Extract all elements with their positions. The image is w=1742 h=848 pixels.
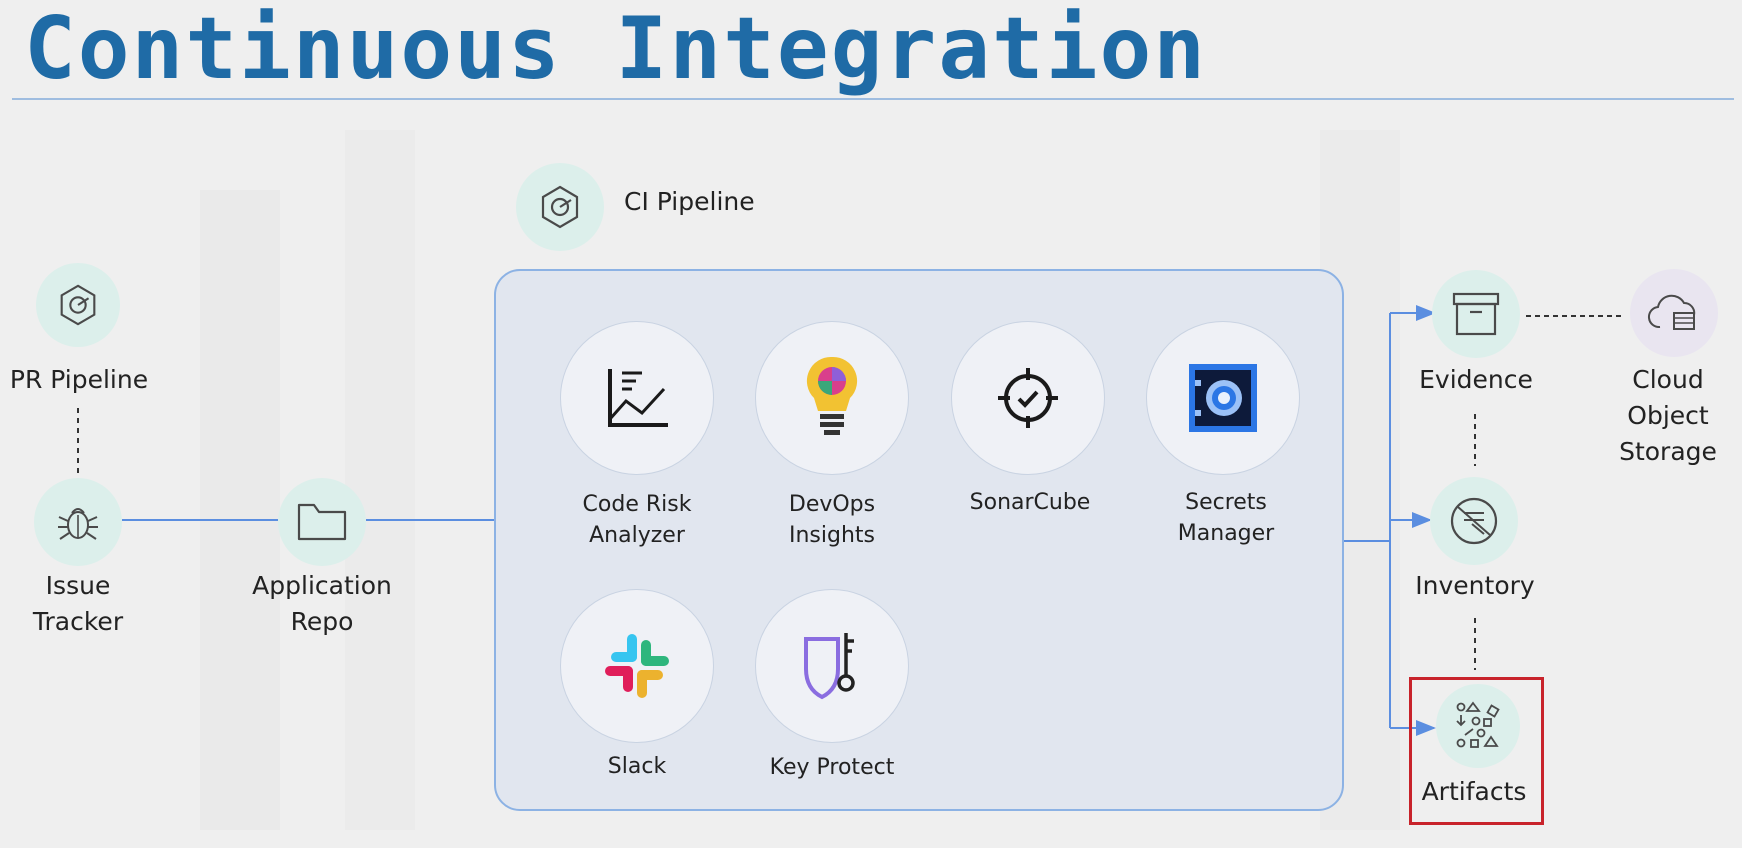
shield-key-icon: [804, 633, 855, 700]
inventory-node: [1430, 477, 1518, 565]
slack-node: [560, 589, 714, 743]
cloud-object-storage-node: [1630, 269, 1718, 357]
pipeline-hexagon-icon: [541, 185, 579, 229]
sonarcube-node: [951, 321, 1105, 475]
lightbulb-icon: [806, 356, 858, 435]
evidence-label: Evidence: [1419, 365, 1533, 394]
secrets-manager-label: Secrets Manager: [1177, 490, 1275, 546]
slack-icon: [605, 634, 669, 698]
inventory-icon: [1450, 497, 1498, 545]
slack-label: Slack: [607, 754, 667, 779]
artifacts-shapes-icon: [1456, 701, 1500, 748]
vault-icon: [1189, 364, 1257, 432]
key-protect-node: [755, 589, 909, 743]
key-protect-label: Key Protect: [769, 755, 895, 780]
background-shape: [200, 190, 280, 830]
sonarcube-label: SonarCube: [969, 490, 1091, 515]
issue-tracker-label: Issue Tracker: [32, 571, 124, 636]
secrets-manager-node: [1146, 321, 1300, 475]
code-risk-analyzer-node: [560, 321, 714, 475]
pipeline-hexagon-icon: [60, 284, 96, 326]
ci-pipeline-node: [516, 163, 604, 251]
issue-tracker-node: [34, 478, 122, 566]
devops-insights-label: DevOps Insights: [788, 492, 876, 548]
artifacts-label: Artifacts: [1421, 777, 1527, 806]
evidence-node: [1432, 270, 1520, 358]
ci-pipeline-label: CI Pipeline: [624, 187, 755, 216]
pr-pipeline-node: [36, 263, 120, 347]
inventory-label: Inventory: [1415, 571, 1535, 600]
artifacts-node: [1436, 684, 1520, 768]
page-title: Continuous Integration: [24, 0, 1208, 99]
code-risk-analyzer-label: Code Risk Analyzer: [582, 492, 692, 548]
cloud-storage-icon: [1648, 294, 1696, 330]
pr-pipeline-label: PR Pipeline: [9, 365, 149, 394]
title-divider: [12, 98, 1734, 100]
background-shape: [345, 130, 415, 830]
artifacts-highlight-box: [1409, 677, 1544, 825]
folder-icon: [297, 503, 347, 541]
cloud-object-storage-label: Cloud Object Storage: [1619, 365, 1717, 466]
devops-insights-node: [755, 321, 909, 475]
bug-icon: [58, 508, 98, 540]
application-repo-node: [278, 478, 366, 566]
archive-box-icon: [1452, 292, 1500, 336]
application-repo-label: Application Repo: [252, 571, 392, 636]
chart-icon: [608, 369, 668, 427]
target-icon: [998, 368, 1058, 428]
